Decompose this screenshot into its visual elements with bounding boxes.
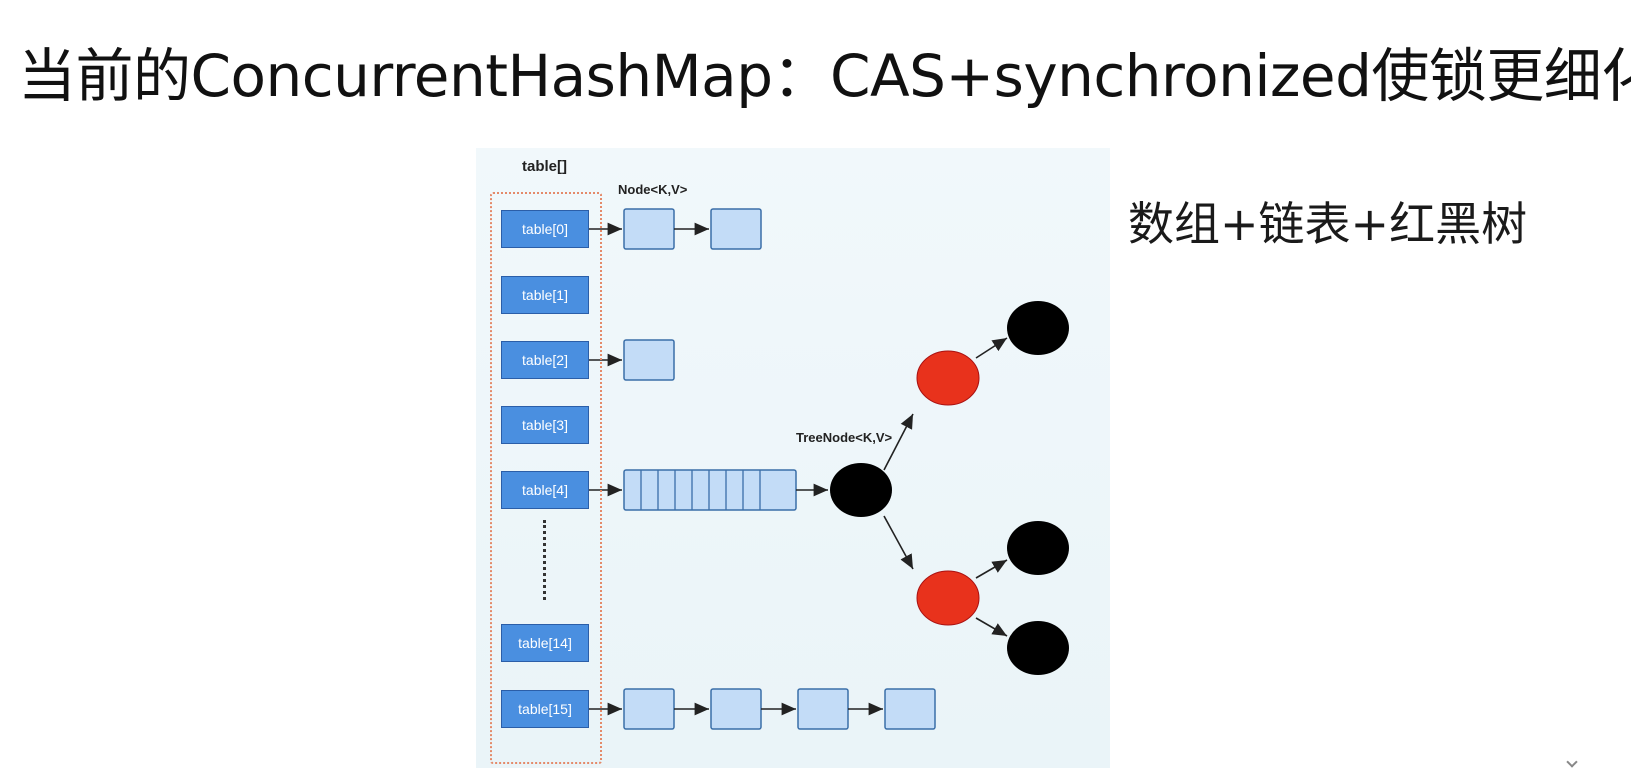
linked-list-dividers (640, 470, 761, 510)
table-slot-4: table[4] (501, 471, 589, 509)
tree-black-leaf-1 (1007, 301, 1069, 355)
table-slot-1: table[1] (501, 276, 589, 314)
tree-black-leaf-2 (1007, 521, 1069, 575)
node-0-1 (623, 208, 675, 250)
diagram-arrows (589, 208, 1069, 730)
table-slot-0: table[0] (501, 210, 589, 248)
node-0-2 (710, 208, 762, 250)
node-15-2 (710, 688, 762, 730)
hashmap-diagram: table[] Node<K,V> TreeNode<K,V> table[0]… (476, 148, 1110, 768)
arrow-red2-black2 (975, 617, 1008, 637)
node-15-4 (884, 688, 936, 730)
tree-black-leaf-3 (1007, 621, 1069, 675)
tree-root-black (830, 463, 892, 517)
arrow-red1-black (975, 337, 1008, 359)
node-2-1 (623, 339, 675, 381)
table-slot-14: table[14] (501, 624, 589, 662)
node-15-3 (797, 688, 849, 730)
table-slot-2: table[2] (501, 341, 589, 379)
table-array-label: table[] (522, 158, 567, 175)
table-slot-15: table[15] (501, 690, 589, 728)
node-type-label: Node<K,V> (618, 182, 688, 197)
linked-list-4 (623, 469, 797, 511)
slide-title: 当前的ConcurrentHashMap：CAS+synchronized使锁更… (18, 42, 1631, 110)
treenode-type-label: TreeNode<K,V> (796, 430, 893, 445)
cursor-mark (1566, 756, 1578, 768)
arrow-root-red1 (883, 413, 914, 471)
table-slot-3: table[3] (501, 406, 589, 444)
tree-red-node-upper (916, 350, 980, 406)
arrow-root-red2 (883, 515, 914, 570)
arrow-red2-black1 (975, 559, 1008, 579)
ellipsis-dots (543, 520, 549, 600)
tree-red-node-lower (916, 570, 980, 626)
table-array-bracket (490, 192, 602, 764)
node-15-1 (623, 688, 675, 730)
structure-caption: 数组+链表+红黑树 (1128, 197, 1528, 251)
